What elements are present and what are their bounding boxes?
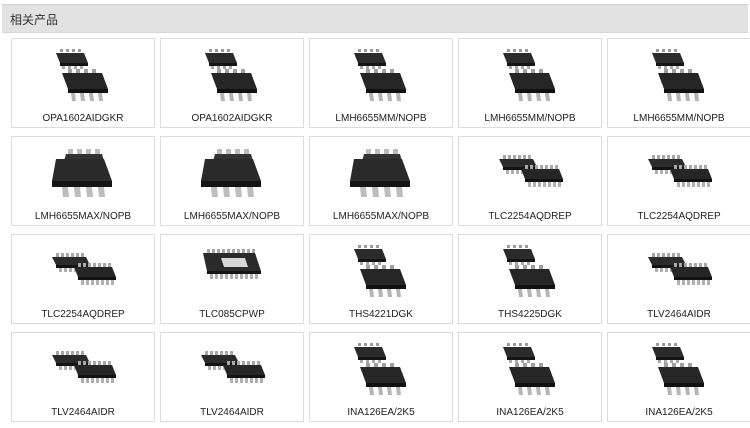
product-name-link[interactable]: THS4225DGK: [498, 309, 562, 320]
soic14-chip-icon[interactable]: [608, 139, 750, 209]
soic14-chip-icon[interactable]: [459, 139, 601, 209]
msop8-chip-icon[interactable]: [310, 41, 452, 111]
product-card[interactable]: TLV2464AIDR: [607, 234, 750, 324]
product-card[interactable]: INA126EA/2K5: [309, 332, 453, 422]
product-name-link[interactable]: LMH6655MAX/NOPB: [34, 211, 132, 222]
product-name-link[interactable]: TLV2464AIDR: [51, 407, 115, 418]
soic14-chip-icon[interactable]: [12, 335, 154, 405]
product-card[interactable]: INA126EA/2K5: [458, 332, 602, 422]
msop8-chip-icon[interactable]: [161, 41, 303, 111]
msop8-chip-icon[interactable]: [608, 41, 750, 111]
product-card[interactable]: LMH6655MM/NOPB: [607, 38, 750, 128]
msop8-chip-icon[interactable]: [12, 41, 154, 111]
product-card[interactable]: TLC2254AQDREP: [11, 234, 155, 324]
product-name-link[interactable]: LMH6655MAX/NOPB: [183, 211, 281, 222]
soic14-chip-icon[interactable]: [161, 335, 303, 405]
product-card[interactable]: LMH6655MM/NOPB: [309, 38, 453, 128]
msop8-chip-icon[interactable]: [459, 237, 601, 307]
product-name-link[interactable]: TLV2464AIDR: [647, 309, 711, 320]
product-name-link[interactable]: LMH6655MM/NOPB: [335, 113, 427, 124]
product-name-link[interactable]: TLC2254AQDREP: [488, 211, 572, 222]
product-card[interactable]: TLC2254AQDREP: [458, 136, 602, 226]
product-name-link[interactable]: INA126EA/2K5: [347, 407, 415, 418]
product-card[interactable]: OPA1602AIDGKR: [11, 38, 155, 128]
msop8-chip-icon[interactable]: [608, 335, 750, 405]
product-name-link[interactable]: OPA1602AIDGKR: [191, 113, 273, 124]
product-name-link[interactable]: INA126EA/2K5: [496, 407, 564, 418]
product-name-link[interactable]: LMH6655MM/NOPB: [484, 113, 576, 124]
product-name-link[interactable]: LMH6655MAX/NOPB: [332, 211, 430, 222]
product-card[interactable]: THS4221DGK: [309, 234, 453, 324]
msop8-chip-icon[interactable]: [310, 237, 452, 307]
product-card[interactable]: INA126EA/2K5: [607, 332, 750, 422]
product-name-link[interactable]: OPA1602AIDGKR: [42, 113, 124, 124]
product-card[interactable]: LMH6655MM/NOPB: [458, 38, 602, 128]
product-card[interactable]: LMH6655MAX/NOPB: [309, 136, 453, 226]
msop8-chip-icon[interactable]: [310, 335, 452, 405]
product-grid: OPA1602AIDGKR OPA1602AIDGKR LMH6655MM/NOPB…: [11, 38, 750, 428]
product-card[interactable]: THS4225DGK: [458, 234, 602, 324]
soic8-chip-icon[interactable]: [12, 139, 154, 209]
product-card[interactable]: OPA1602AIDGKR: [160, 38, 304, 128]
product-name-link[interactable]: TLC2254AQDREP: [637, 211, 721, 222]
product-card[interactable]: LMH6655MAX/NOPB: [160, 136, 304, 226]
soic8-chip-icon[interactable]: [161, 139, 303, 209]
product-card[interactable]: LMH6655MAX/NOPB: [11, 136, 155, 226]
product-name-link[interactable]: TLC2254AQDREP: [41, 309, 125, 320]
soic8-chip-icon[interactable]: [310, 139, 452, 209]
section-title: 相关产品: [10, 13, 59, 27]
product-card[interactable]: TLV2464AIDR: [11, 332, 155, 422]
product-card[interactable]: TLC085CPWP: [160, 234, 304, 324]
product-name-link[interactable]: TLC085CPWP: [199, 309, 265, 320]
tssop-chip-icon[interactable]: [161, 237, 303, 307]
product-name-link[interactable]: TLV2464AIDR: [200, 407, 264, 418]
soic14-chip-icon[interactable]: [12, 237, 154, 307]
product-card[interactable]: TLV2464AIDR: [160, 332, 304, 422]
msop8-chip-icon[interactable]: [459, 41, 601, 111]
msop8-chip-icon[interactable]: [459, 335, 601, 405]
section-header: 相关产品: [2, 4, 748, 33]
product-name-link[interactable]: LMH6655MM/NOPB: [633, 113, 725, 124]
soic14-chip-icon[interactable]: [608, 237, 750, 307]
product-card[interactable]: TLC2254AQDREP: [607, 136, 750, 226]
product-name-link[interactable]: INA126EA/2K5: [645, 407, 713, 418]
product-name-link[interactable]: THS4221DGK: [349, 309, 413, 320]
